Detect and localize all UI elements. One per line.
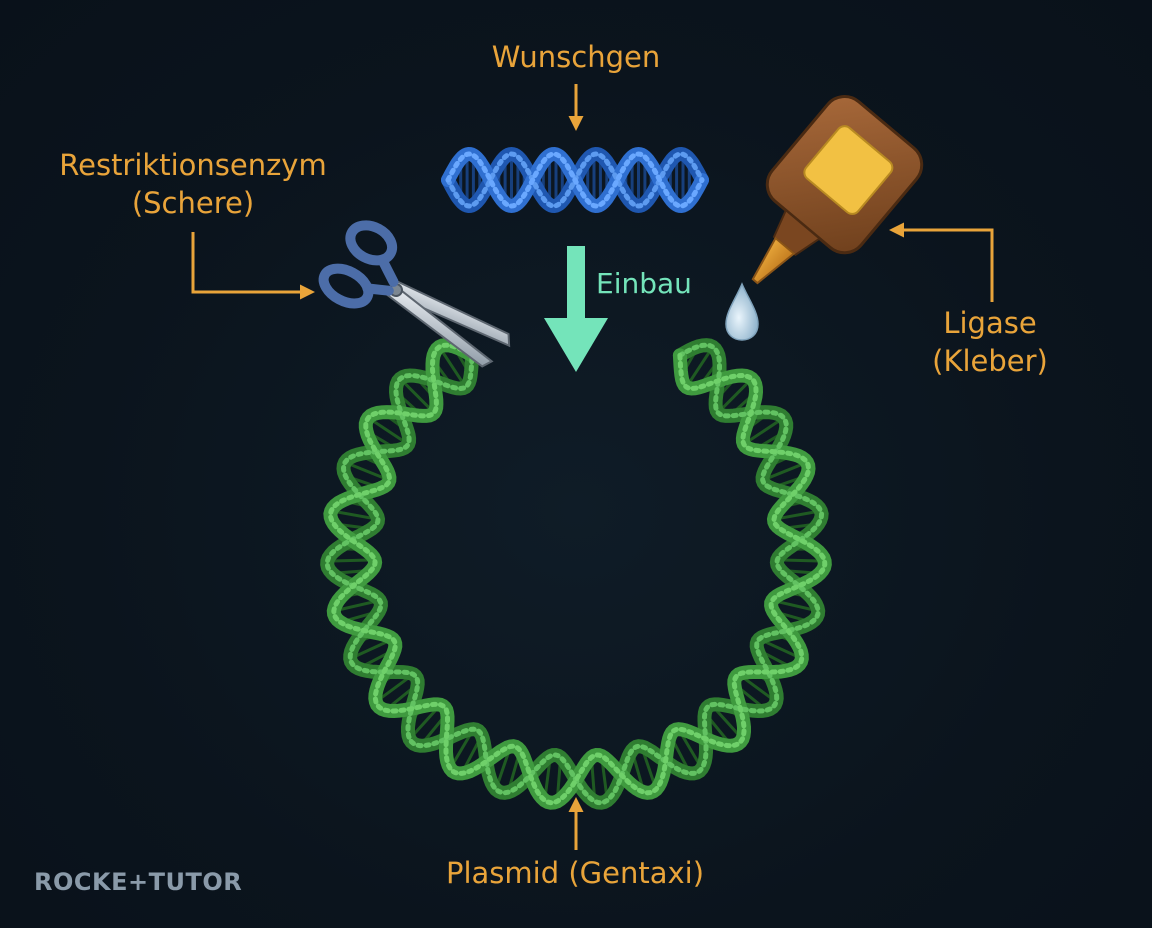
- plasmid-dna: [320, 338, 832, 810]
- ligase-label-line2: (Kleber): [932, 344, 1048, 378]
- enzyme-label-arrow: [191, 232, 315, 300]
- glue-bottle-icon: [751, 95, 924, 285]
- restriction-enzyme-label: Restriktionsenzym (Schere): [38, 146, 348, 222]
- ligase-label-line1: Ligase: [943, 306, 1037, 340]
- gene-label: Wunschgen: [491, 40, 661, 74]
- insertion-label: Einbau: [596, 267, 692, 300]
- ligase-label: Ligase (Kleber): [900, 304, 1080, 380]
- restriction-enzyme-label-line2: (Schere): [131, 186, 255, 220]
- scissors-icon: [318, 220, 511, 368]
- brand-logo: ROCKE+TUTOR: [34, 868, 243, 896]
- restriction-enzyme-label-line1: Restriktionsenzym: [59, 148, 327, 182]
- ligase-label-arrow: [889, 222, 994, 302]
- plasmid-label: Plasmid (Gentaxi): [445, 856, 705, 890]
- insertion-arrow: [544, 246, 608, 372]
- glue-drop-icon: [725, 282, 759, 341]
- gene-dna: [441, 146, 709, 214]
